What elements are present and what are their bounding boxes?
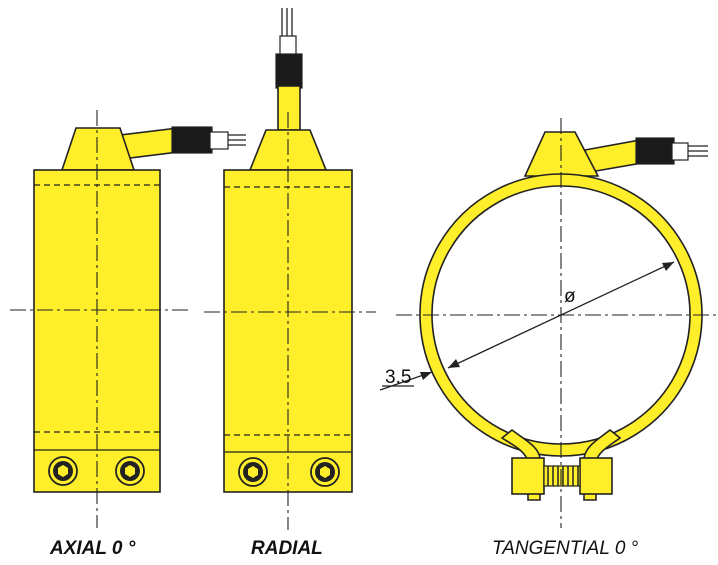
axial-sensor — [10, 110, 246, 528]
radial-cable — [275, 8, 303, 131]
clamp-nut-left — [511, 457, 545, 495]
radial-sensor — [204, 8, 376, 530]
diameter-dimension: ø — [447, 261, 675, 369]
tangential-cable — [584, 137, 708, 173]
caption-radial: RADIAL — [251, 538, 323, 559]
radial-screw-left — [238, 457, 268, 487]
wall-thickness-dimension: 3.5 — [379, 367, 433, 391]
clamp-screw — [543, 465, 581, 487]
axial-cable — [118, 126, 246, 159]
caption-tangential: TANGENTIAL 0 ° — [492, 538, 639, 559]
wall-thickness-label: 3.5 — [385, 367, 411, 388]
axial-screw-right — [115, 456, 145, 486]
clamp-ring — [419, 173, 703, 457]
tangential-sensor: ø 3.5 — [379, 118, 716, 528]
clamp-screw-thread — [547, 466, 579, 486]
clamp-nut-right — [579, 457, 613, 495]
diameter-label: ø — [564, 286, 576, 307]
radial-screw-right — [310, 457, 340, 487]
axial-screw-left — [48, 456, 78, 486]
caption-axial: AXIAL 0 ° — [50, 538, 136, 559]
